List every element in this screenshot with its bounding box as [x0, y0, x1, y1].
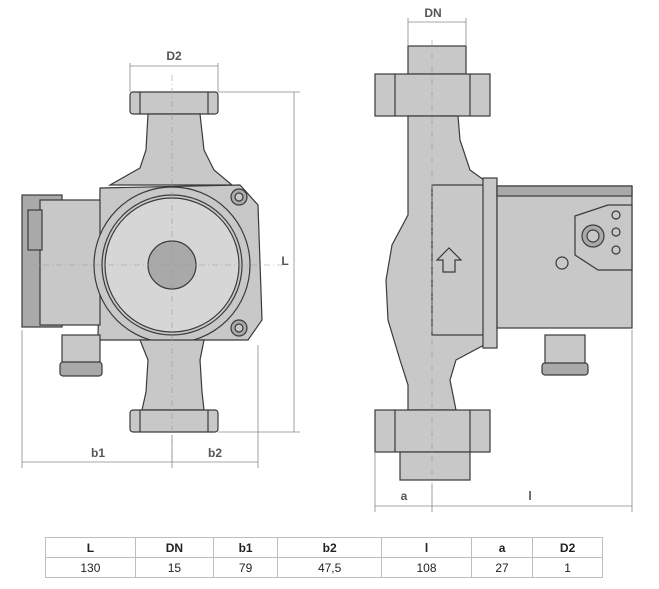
pump-side-view: [374, 40, 633, 500]
table-header-cell: l: [381, 537, 472, 558]
table-header-cell: D2: [532, 537, 603, 558]
table-header-cell: a: [470, 537, 534, 558]
table-cell: 47,5: [277, 557, 383, 578]
dim-label-L: L: [281, 254, 288, 268]
table-cell: 15: [134, 557, 215, 578]
table-cell: 130: [45, 557, 136, 578]
dimensions-side: [374, 18, 633, 512]
table-cell: 79: [213, 557, 279, 578]
dim-label-b2: b2: [208, 446, 222, 460]
table-row: 130 15 79 47,5 108 27 1: [45, 557, 603, 578]
table-cell: 1: [532, 557, 603, 578]
dim-label-dn: DN: [424, 6, 441, 20]
table-header-cell: L: [45, 537, 136, 558]
table-cell: 108: [381, 557, 472, 578]
table-header-cell: b2: [277, 537, 383, 558]
dim-label-b1: b1: [91, 446, 105, 460]
dimensions-front: [21, 63, 300, 468]
dimension-table: L DN b1 b2 l a D2 130 15 79 47,5 108 27 …: [45, 537, 603, 578]
pump-front-view: [21, 75, 290, 465]
table-header-cell: b1: [213, 537, 279, 558]
dim-label-l: l: [528, 489, 531, 503]
table-header-row: L DN b1 b2 l a D2: [45, 537, 603, 558]
dim-label-d2: D2: [166, 49, 182, 63]
dim-label-a: a: [401, 489, 408, 503]
table-cell: 27: [470, 557, 534, 578]
table-header-cell: DN: [134, 537, 215, 558]
